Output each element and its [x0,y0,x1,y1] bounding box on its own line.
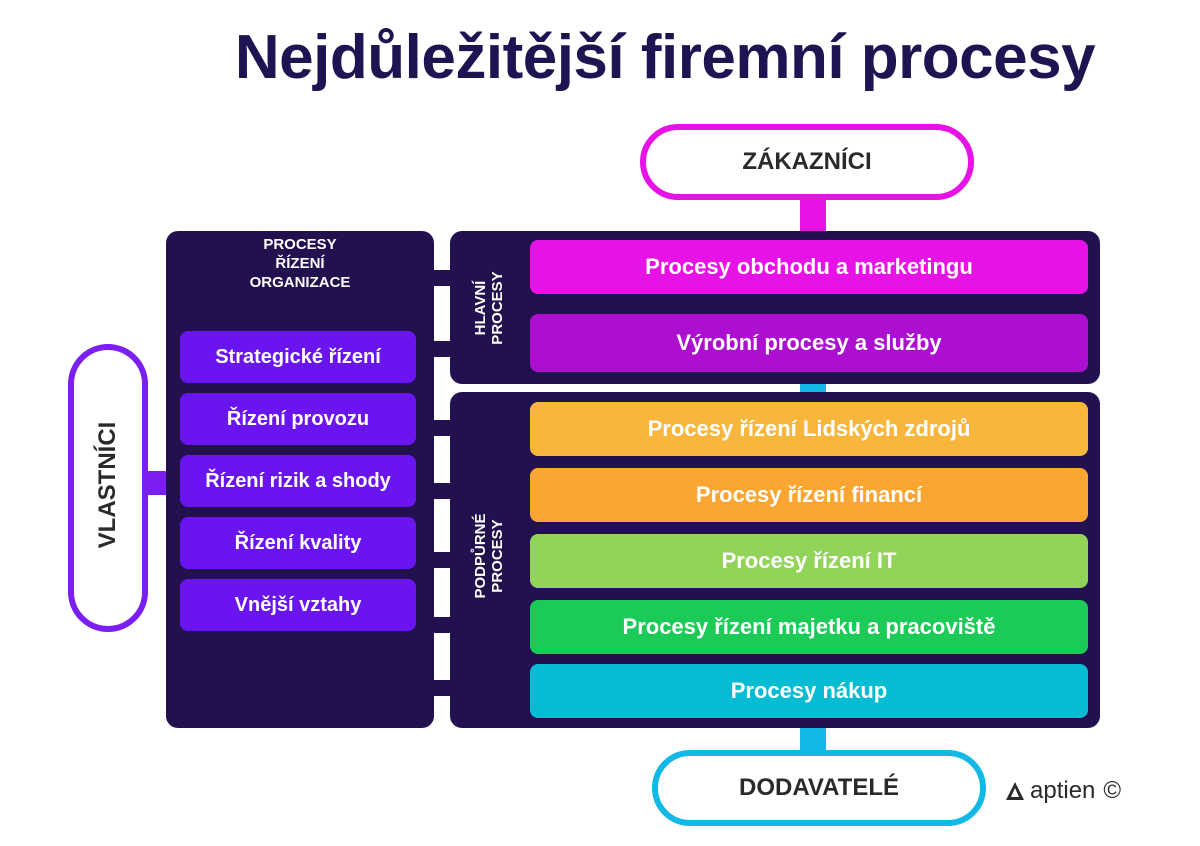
owners-label: VLASTNÍCI [94,421,121,549]
management-item-operations: Řízení provozu [180,393,416,445]
support-process-it: Procesy řízení IT [530,534,1088,588]
management-item-risk-compliance: Řízení rizik a shody [180,455,416,507]
support-process-purchasing: Procesy nákup [530,664,1088,718]
connector-stub [433,270,451,286]
connector-stub [433,420,451,436]
management-item-strategic: Strategické řízení [180,331,416,383]
customers-label: ZÁKAZNÍCI [742,148,872,175]
management-item-external-relations: Vnější vztahy [180,579,416,631]
management-item-quality: Řízení kvality [180,517,416,569]
support-process-finance: Procesy řízení financí [530,468,1088,522]
page-title: Nejdůležitější firemní procesy [234,23,1096,92]
support-processes-label: PODPŮRNÉ PROCESY [472,513,506,599]
main-process-sales-marketing: Procesy obchodu a marketingu [530,240,1088,294]
suppliers-label: DODAVATELÉ [739,774,899,801]
support-process-hr: Procesy řízení Lidských zdrojů [530,402,1088,456]
owners-pill [68,344,148,632]
aptien-logo-text: aptien [1030,777,1096,804]
main-process-production-services: Výrobní procesy a služby [530,314,1088,372]
connector-stub [433,483,451,499]
customers-pill: ZÁKAZNÍCI [640,124,974,200]
connector-stub [433,680,451,696]
aptien-logo: aptien © [1004,774,1124,808]
support-process-assets-workplace: Procesy řízení majetku a pracoviště [530,600,1088,654]
copyright-icon: © [1103,777,1122,804]
connector-stub [433,552,451,568]
management-heading: PROCESY ŘÍZENÍ ORGANIZACE [249,236,351,291]
suppliers-pill: DODAVATELÉ [652,750,986,826]
main-processes-label: HLAVNÍ PROCESY [472,271,506,345]
connector-stub [433,341,451,357]
connector-stub [433,617,451,633]
aptien-logo-icon [1006,782,1024,800]
